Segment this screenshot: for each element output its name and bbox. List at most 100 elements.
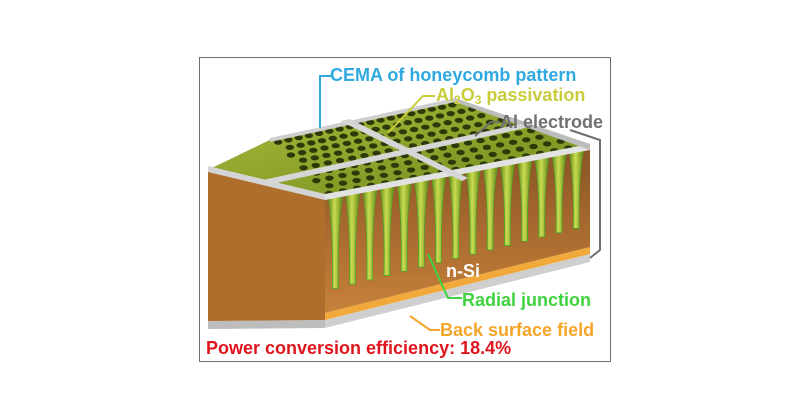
honeycomb-hole [414, 117, 423, 123]
nanowire-cone [379, 185, 395, 276]
nanowire-cone [431, 176, 447, 264]
honeycomb-hole [451, 142, 460, 149]
nanowire-cone [345, 192, 361, 285]
honeycomb-hole [285, 144, 295, 150]
honeycomb-hole [457, 108, 466, 114]
efficiency-caption: Power conversion efficiency: 18.4% [206, 338, 511, 358]
honeycomb-hole [529, 143, 538, 150]
honeycomb-hole [309, 147, 318, 153]
nsi-label: n-Si [446, 261, 480, 281]
electrode-grid-line-2 [340, 119, 468, 181]
honeycomb-hole [357, 145, 366, 151]
honeycomb-hole [304, 132, 314, 139]
honeycomb-hole [323, 160, 333, 166]
honeycomb-hole [443, 152, 452, 158]
back-electrode [208, 320, 325, 329]
al2o3-mid: O [460, 85, 475, 105]
honeycomb-hole [474, 154, 484, 160]
radial-junction-label-text: Radial junction [462, 290, 592, 310]
honeycomb-hole [415, 133, 425, 140]
honeycomb-hole [312, 178, 321, 184]
honeycomb-hole [372, 150, 381, 156]
honeycomb-hole [335, 157, 345, 164]
electrode-edge-back [270, 98, 455, 142]
honeycomb-hole [369, 143, 378, 149]
honeycomb-hole [297, 150, 307, 156]
nanowire-cone [517, 159, 533, 242]
back-electrode-front [325, 254, 590, 328]
nanowire-cone [482, 166, 498, 251]
honeycomb-hole [535, 134, 544, 140]
honeycomb-hole [488, 151, 497, 157]
honeycomb-hole [407, 111, 416, 117]
honeycomb-hole [450, 126, 460, 132]
honeycomb-hole [432, 122, 441, 128]
cema-label-text: CEMA of honeycomb pattern [330, 65, 577, 85]
honeycomb-hole [508, 139, 518, 145]
honeycomb-hole [398, 129, 408, 135]
honeycomb-hole [339, 133, 348, 139]
al2o3-pre: Al [436, 85, 454, 105]
honeycomb-hole [454, 117, 464, 123]
honeycomb-hole [387, 131, 396, 137]
honeycomb-hole [351, 170, 360, 176]
honeycomb-hole [495, 142, 505, 148]
honeycomb-hole [514, 130, 523, 136]
al-electrode-label: Al electrode [500, 112, 603, 132]
cema-leader [319, 75, 331, 128]
honeycomb-hole [465, 115, 475, 121]
honeycomb-hole [447, 159, 457, 165]
honeycomb-hole [501, 133, 511, 139]
honeycomb-hole [502, 149, 511, 155]
honeycomb-hole [322, 152, 331, 158]
honeycomb-hole [403, 120, 412, 126]
honeycomb-hole [345, 148, 354, 154]
honeycomb-hole [437, 104, 447, 110]
honeycomb-hole [477, 113, 486, 119]
al-electrode-leader [474, 121, 500, 137]
back-surface-field-layer [325, 247, 590, 320]
al2o3-label: Al2O3 passivation [436, 85, 586, 107]
honeycomb-hole [284, 137, 293, 143]
honeycomb-hole [482, 144, 492, 150]
honeycomb-hole [515, 146, 525, 152]
honeycomb-hole [379, 172, 389, 178]
honeycomb-hole [386, 115, 395, 121]
honeycomb-hole [333, 150, 343, 156]
honeycomb-hole [427, 131, 436, 137]
nanowire-cone [362, 189, 378, 281]
nanowire-cone [465, 169, 481, 255]
honeycomb-hole [474, 122, 483, 128]
honeycomb-hole [384, 148, 393, 154]
honeycomb-hole [325, 183, 334, 189]
bsf-leader [409, 315, 440, 331]
al2o3-post: passivation [481, 85, 586, 105]
honeycomb-hole [522, 137, 531, 143]
honeycomb-hole [320, 145, 329, 151]
honeycomb-hole [393, 170, 402, 176]
honeycomb-hole [310, 155, 319, 161]
honeycomb-hole [335, 126, 344, 132]
honeycomb-hole [331, 143, 340, 149]
honeycomb-hole [409, 126, 419, 133]
honeycomb-hole [294, 135, 303, 141]
honeycomb-hole [299, 165, 308, 171]
honeycomb-hole [325, 128, 334, 134]
honeycomb-hole [417, 108, 426, 114]
honeycomb-hole [338, 172, 347, 179]
honeycomb-hole [421, 124, 430, 130]
al2o3-sub2: 3 [474, 93, 482, 107]
honeycomb-hole [353, 138, 363, 144]
back-surface-field-label-text: Back surface field [440, 320, 595, 340]
honeycomb-holes [274, 102, 573, 196]
honeycomb-hole [274, 139, 283, 145]
honeycomb-hole [348, 155, 357, 161]
honeycomb-hole [325, 175, 334, 181]
honeycomb-hole [311, 162, 320, 168]
honeycomb-hole [489, 135, 498, 141]
honeycomb-hole [298, 157, 308, 163]
honeycomb-hole [376, 117, 385, 123]
honeycomb-hole [463, 140, 473, 146]
al2o3-leader [387, 95, 435, 134]
nanowire-cone [413, 179, 429, 268]
